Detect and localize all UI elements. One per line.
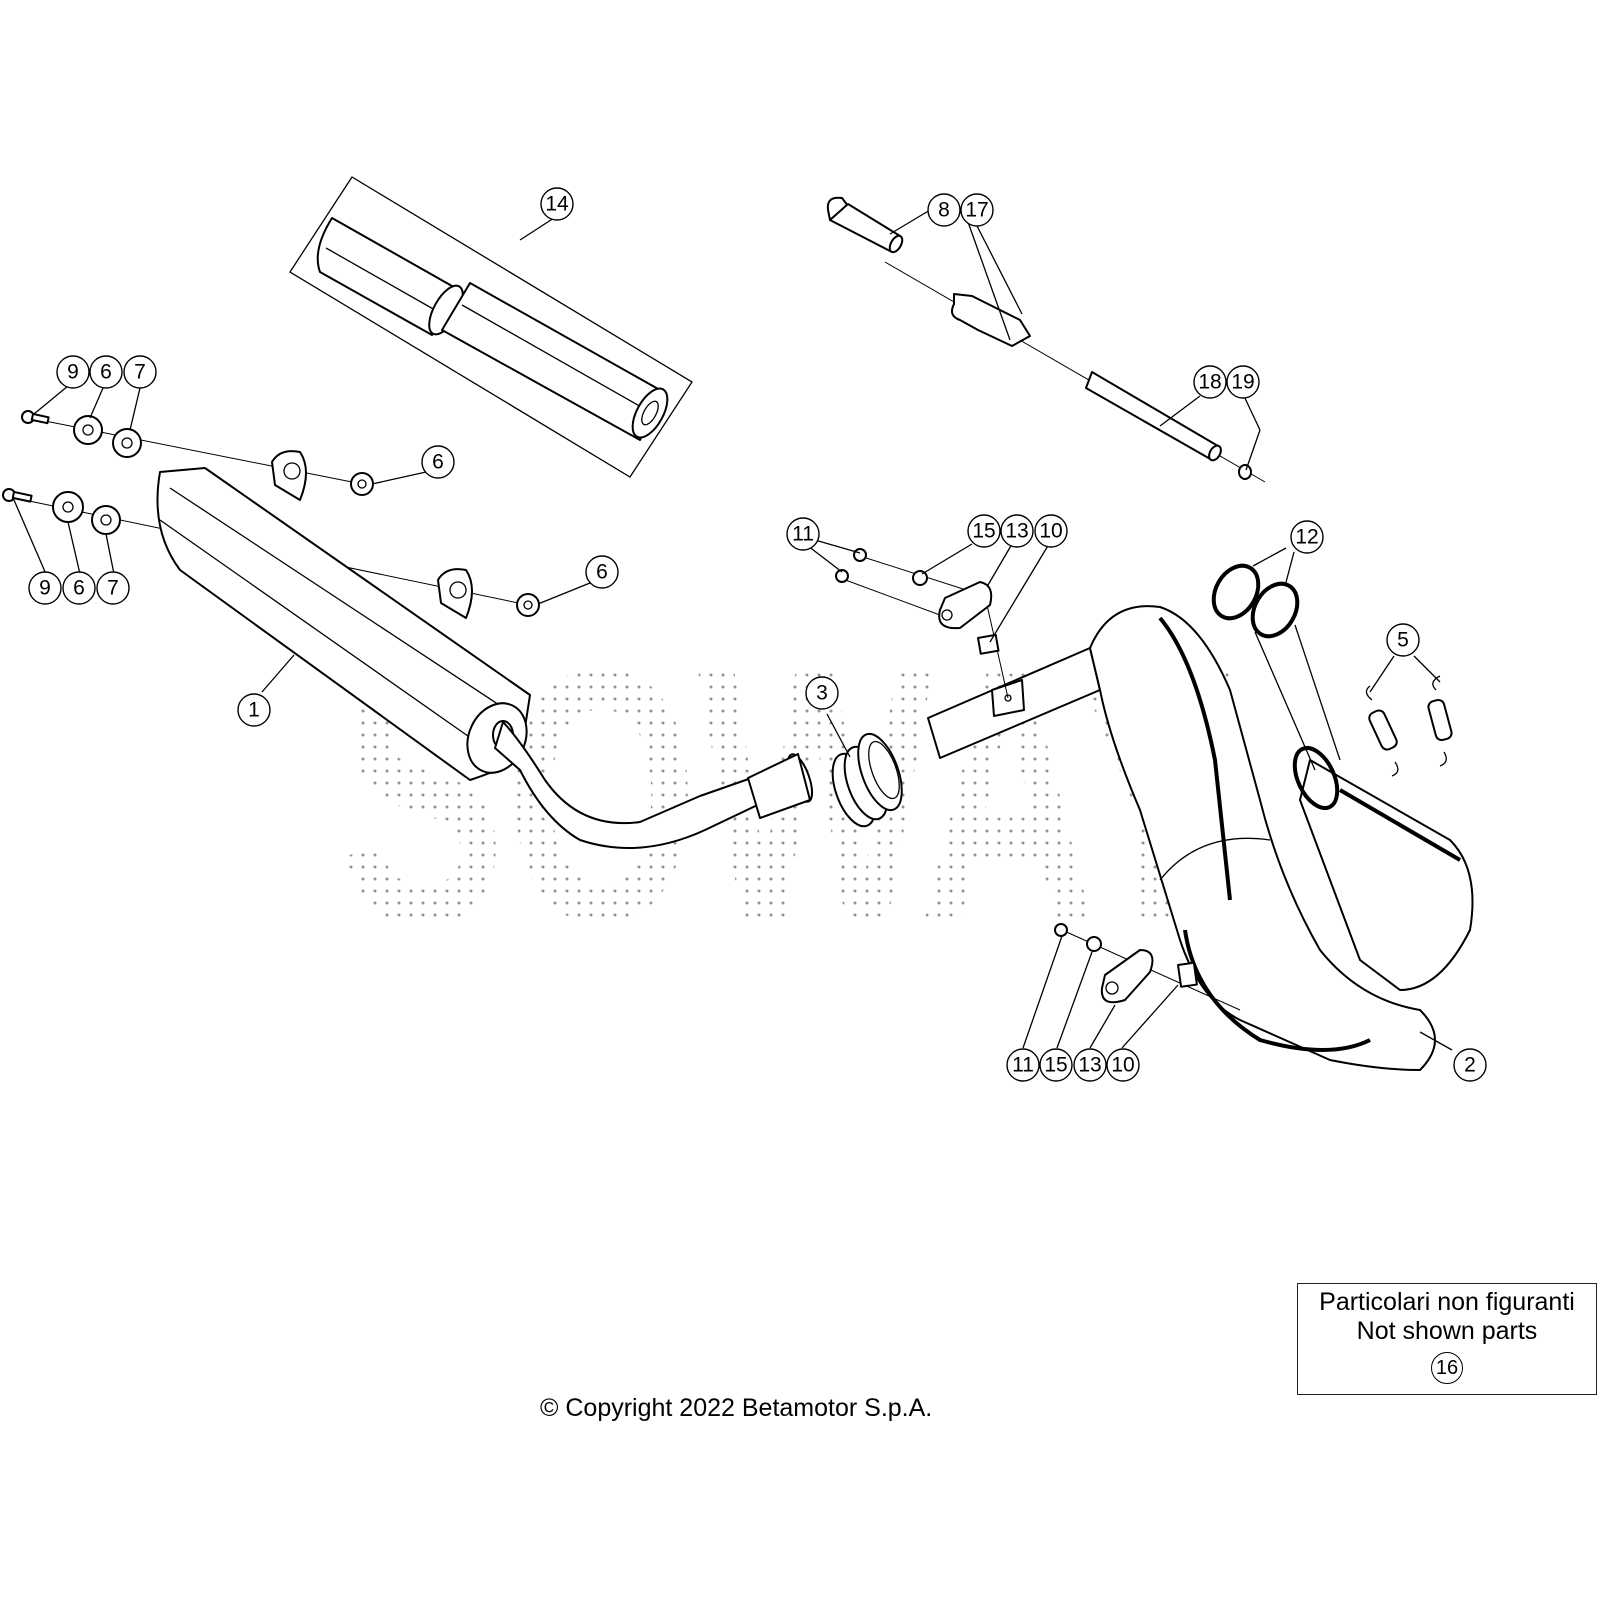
svg-text:9: 9	[67, 361, 79, 384]
callout-10-upper[interactable]: 10	[1034, 514, 1068, 548]
svg-text:19: 19	[1231, 371, 1254, 394]
svg-text:15: 15	[1044, 1054, 1067, 1077]
hose-assembly[interactable]	[826, 196, 1266, 483]
svg-text:14: 14	[545, 193, 569, 216]
kit-frame	[289, 176, 693, 478]
svg-text:2: 2	[1464, 1054, 1476, 1077]
callout-9-lower[interactable]: 9	[28, 571, 62, 605]
silencer-mount-upper	[271, 450, 307, 501]
callout-1[interactable]: 1	[237, 693, 271, 727]
callout-6-nut-lower[interactable]: 6	[585, 555, 619, 589]
callout-18[interactable]: 18	[1193, 365, 1227, 399]
callout-6-nut-upper[interactable]: 6	[421, 445, 455, 479]
svg-text:6: 6	[596, 561, 608, 584]
callout-3[interactable]: 3	[805, 676, 839, 710]
svg-text:15: 15	[972, 520, 995, 543]
svg-text:8: 8	[938, 199, 950, 222]
callout-13-lower[interactable]: 13	[1073, 1048, 1107, 1082]
svg-text:13: 13	[1078, 1054, 1101, 1077]
fasteners-bracket-lower[interactable]	[1054, 923, 1241, 1011]
svg-text:3: 3	[816, 682, 828, 705]
callout-8[interactable]: 8	[927, 193, 961, 227]
svg-text:5: 5	[1397, 629, 1409, 652]
callout-12[interactable]: 12	[1290, 520, 1324, 554]
part-6-washer-nut	[350, 472, 374, 496]
part-3-seal[interactable]	[824, 728, 911, 832]
callout-11-upper[interactable]: 11	[786, 517, 820, 551]
svg-text:11: 11	[1012, 1054, 1034, 1077]
not-shown-title-it: Particolari non figuranti	[1319, 1288, 1575, 1316]
svg-text:13: 13	[1005, 520, 1028, 543]
callout-15-lower[interactable]: 15	[1039, 1048, 1073, 1082]
callout-17[interactable]: 17	[960, 193, 994, 227]
part-15-washer	[1086, 936, 1102, 952]
svg-text:6: 6	[432, 451, 444, 474]
part-10-clip	[1177, 961, 1198, 988]
callout-6-upper[interactable]: 6	[89, 355, 123, 389]
part-5-springs[interactable]	[1365, 675, 1453, 777]
svg-text:10: 10	[1111, 1054, 1134, 1077]
part-17-fitting	[951, 293, 1031, 347]
callout-15-upper[interactable]: 15	[967, 514, 1001, 548]
fasteners-upper[interactable]	[21, 410, 374, 496]
callout-11-lower[interactable]: 11	[1006, 1048, 1040, 1082]
part-6-washer-nut	[516, 593, 540, 617]
callouts: 14 8 17 18 19 9 6 7 6 9 6 7 6 1 11 15 13…	[28, 187, 1487, 1082]
callout-14[interactable]: 14	[540, 187, 574, 221]
part-7-bush	[112, 428, 142, 458]
callout-16[interactable]: 16	[1431, 1352, 1463, 1384]
part-6-washer	[73, 415, 103, 445]
svg-text:18: 18	[1198, 371, 1221, 394]
svg-text:10: 10	[1039, 520, 1062, 543]
spring-1	[1368, 709, 1398, 751]
callout-6-lower[interactable]: 6	[62, 571, 96, 605]
fasteners-bracket-upper[interactable]	[835, 548, 1009, 699]
svg-text:17: 17	[965, 199, 988, 222]
part-15-washer	[912, 570, 928, 586]
callout-2[interactable]: 2	[1453, 1048, 1487, 1082]
not-shown-title-en: Not shown parts	[1356, 1317, 1538, 1345]
part-13-bracket	[1100, 949, 1154, 1004]
spring-2	[1427, 698, 1453, 742]
part-6-washer	[52, 491, 84, 523]
callout-5[interactable]: 5	[1386, 623, 1420, 657]
svg-text:6: 6	[73, 577, 85, 600]
copyright-notice: © Copyright 2022 Betamotor S.p.A.	[540, 1394, 933, 1422]
part-19-clamp	[1238, 464, 1252, 480]
silencer-link-pipe	[494, 721, 769, 849]
callout-19[interactable]: 19	[1226, 365, 1260, 399]
svg-text:9: 9	[39, 577, 51, 600]
part-11-screw	[1054, 923, 1068, 937]
svg-text:1: 1	[248, 699, 260, 722]
callout-7-lower[interactable]: 7	[96, 571, 130, 605]
packing-tube-long	[441, 282, 661, 441]
part-14-packing-kit[interactable]	[289, 176, 693, 478]
svg-text:12: 12	[1295, 526, 1318, 549]
packing-tube-short	[316, 217, 453, 336]
part-10-clip	[976, 633, 1000, 655]
part-1-silencer[interactable]	[156, 450, 818, 849]
silencer-mount-lower	[437, 568, 473, 619]
leader-lines	[13, 209, 1453, 1051]
part-7-bush	[91, 505, 121, 535]
svg-text:7: 7	[107, 577, 119, 600]
not-shown-parts-box: Particolari non figuranti Not shown part…	[1297, 1283, 1597, 1395]
callout-13-upper[interactable]: 13	[1000, 514, 1034, 548]
part-11-screw	[835, 569, 849, 583]
callout-7-upper[interactable]: 7	[123, 355, 157, 389]
part-2-expansion-chamber[interactable]	[927, 605, 1474, 1071]
chamber-outlet	[1299, 759, 1474, 991]
svg-text:11: 11	[792, 523, 814, 546]
svg-text:7: 7	[134, 361, 146, 384]
svg-text:6: 6	[100, 361, 112, 384]
part-11-screw	[853, 548, 867, 562]
callout-10-lower[interactable]: 10	[1106, 1048, 1140, 1082]
part-12-o-rings[interactable]	[1205, 558, 1341, 771]
callout-9-upper[interactable]: 9	[56, 355, 90, 389]
